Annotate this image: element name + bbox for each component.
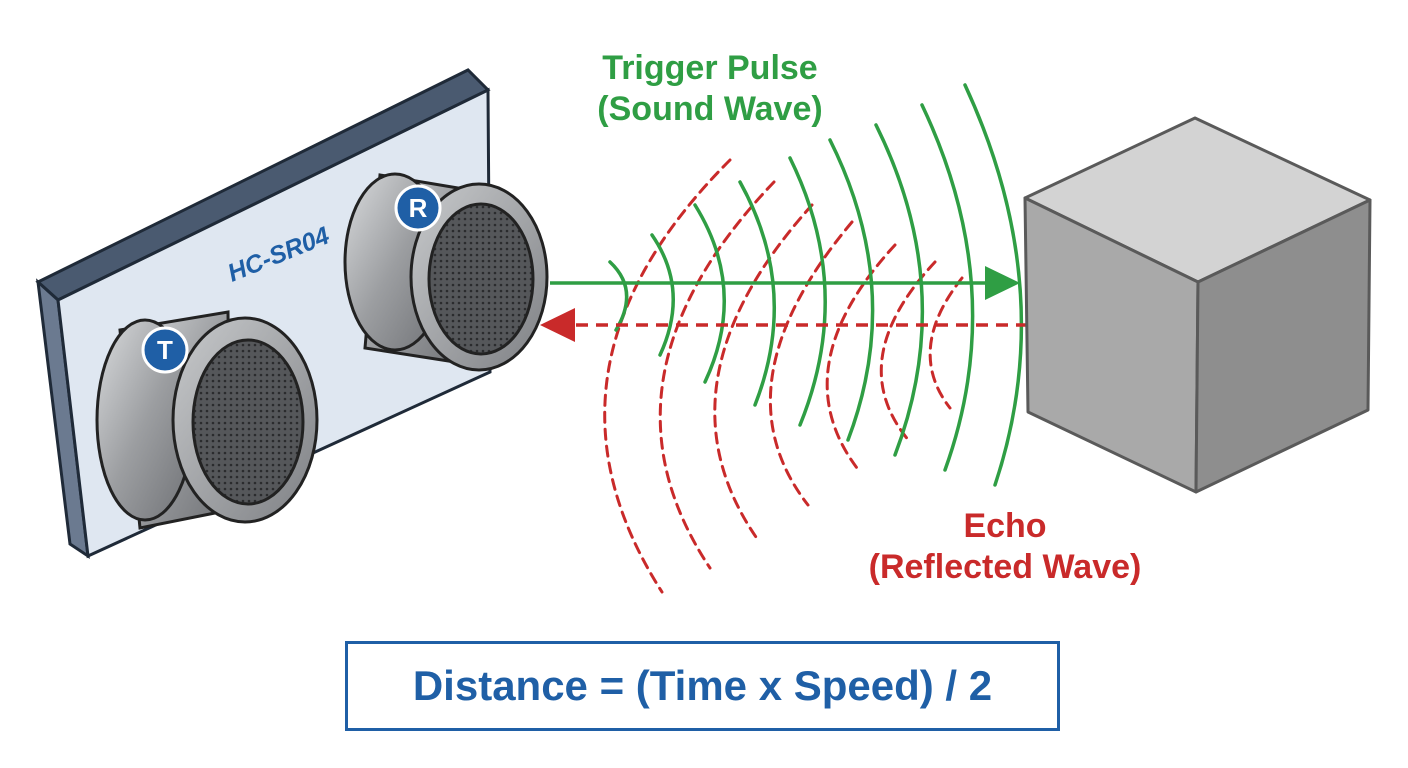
echo-arc	[658, 180, 776, 570]
trigger-arc	[650, 233, 675, 357]
distance-formula: Distance = (Time x Speed) / 2	[412, 662, 993, 709]
trigger-arc	[693, 203, 726, 384]
echo-waves	[603, 158, 964, 594]
echo-arc	[768, 220, 854, 507]
trigger-waves	[608, 83, 1024, 487]
receiver-badge-letter: R	[409, 193, 428, 223]
trigger-label-line2: (Sound Wave)	[597, 90, 823, 129]
trigger-arc	[738, 180, 777, 407]
formula-box: Distance = (Time x Speed) / 2	[345, 641, 1060, 731]
echo-label: Echo (Reflected Wave)	[820, 506, 1190, 589]
echo-arc	[825, 243, 897, 474]
trigger-pulse-label: Trigger Pulse (Sound Wave)	[540, 48, 880, 131]
trigger-arc	[874, 123, 925, 457]
trigger-label-line1: Trigger Pulse	[602, 49, 818, 87]
trigger-arc	[608, 260, 629, 332]
echo-label-line2: (Reflected Wave)	[868, 548, 1142, 587]
receiver-transducer	[343, 172, 549, 372]
echo-arc	[603, 158, 732, 594]
echo-arc	[879, 260, 937, 444]
receiver-badge: R	[394, 184, 442, 232]
echo-label-line1: Echo	[963, 507, 1047, 545]
trigger-arc	[788, 156, 827, 427]
echo-arc	[713, 203, 814, 542]
trigger-arc	[828, 138, 875, 442]
target-cube	[1023, 116, 1372, 494]
transmitter-transducer	[95, 310, 319, 530]
trigger-arrow	[550, 266, 1020, 300]
transmitter-badge-letter: T	[157, 335, 173, 365]
echo-arrow	[540, 308, 1028, 342]
trigger-arc	[963, 83, 1024, 487]
transmitter-badge: T	[141, 326, 189, 374]
trigger-arc	[920, 103, 975, 472]
cube-side-face	[1194, 198, 1372, 494]
echo-arc	[928, 276, 964, 410]
